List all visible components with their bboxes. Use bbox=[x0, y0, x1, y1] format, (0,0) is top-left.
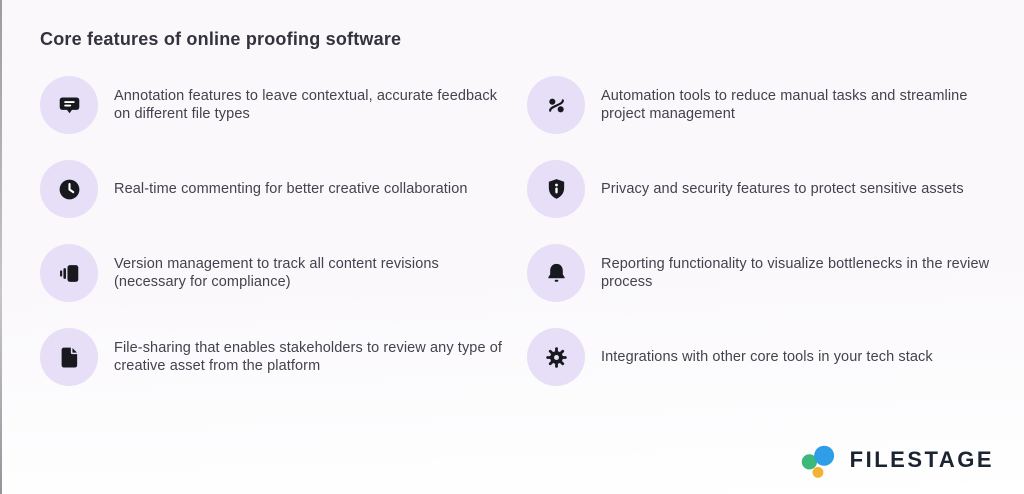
feature-item-automation: Automation tools to reduce manual tasks … bbox=[527, 76, 1001, 134]
shield-info-icon bbox=[527, 160, 585, 218]
filestage-wordmark: FILESTAGE bbox=[849, 447, 994, 472]
page-title: Core features of online proofing softwar… bbox=[40, 29, 402, 49]
feature-item-privacy: Privacy and security features to protect… bbox=[527, 160, 1001, 218]
feature-item-filesharing: File-sharing that enables stakeholders t… bbox=[40, 328, 514, 386]
feature-text: File-sharing that enables stakeholders t… bbox=[114, 339, 503, 375]
feature-item-version: Version management to track all content … bbox=[40, 244, 514, 302]
feature-item-realtime: Real-time commenting for better creative… bbox=[40, 160, 514, 218]
clock-icon bbox=[40, 160, 98, 218]
filestage-logo: FILESTAGE bbox=[796, 440, 994, 480]
feature-text: Reporting functionality to visualize bot… bbox=[601, 255, 990, 291]
feature-text: Integrations with other core tools in yo… bbox=[601, 348, 933, 365]
features-column-left: Annotation features to leave contextual,… bbox=[40, 76, 514, 386]
feature-text: Privacy and security features to protect… bbox=[601, 180, 964, 197]
automation-icon bbox=[527, 76, 585, 134]
feature-item-integrations: Integrations with other core tools in yo… bbox=[527, 328, 1001, 386]
filestage-logo-mark bbox=[801, 445, 834, 478]
feature-item-annotation: Annotation features to leave contextual,… bbox=[40, 76, 514, 134]
photo-edge-artifact bbox=[0, 0, 2, 494]
versions-icon bbox=[40, 244, 98, 302]
feature-text: Real-time commenting for better creative… bbox=[114, 180, 468, 197]
feature-text: Version management to track all content … bbox=[114, 255, 439, 291]
feature-item-reporting: Reporting functionality to visualize bot… bbox=[527, 244, 1001, 302]
feature-text: Automation tools to reduce manual tasks … bbox=[601, 87, 968, 123]
bell-icon bbox=[527, 244, 585, 302]
feature-text: Annotation features to leave contextual,… bbox=[114, 87, 498, 123]
file-icon bbox=[40, 328, 98, 386]
gear-icon bbox=[527, 328, 585, 386]
annotation-icon bbox=[40, 76, 98, 134]
features-column-right: Automation tools to reduce manual tasks … bbox=[527, 76, 1001, 386]
